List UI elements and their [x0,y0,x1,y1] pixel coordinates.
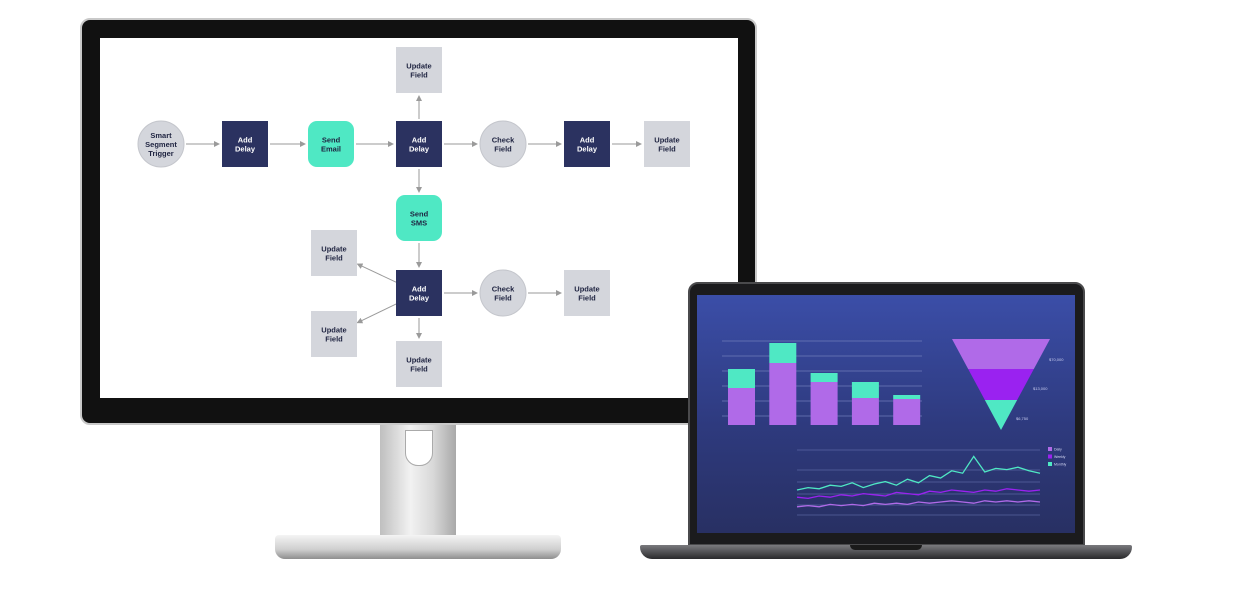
node-shape [308,121,354,167]
node-label: Smart [150,131,172,140]
node-shape [137,120,185,168]
node-label: Field [494,294,512,303]
node-label: Update [406,62,431,71]
legend-label: Weekly [1054,455,1066,459]
legend-swatch-weekly [1048,454,1052,459]
bar-base-1 [728,388,755,425]
node-label: Delay [235,145,256,154]
node-label: Add [238,136,253,145]
node-shape [222,121,268,167]
node-label: Check [492,136,515,145]
laptop-screen [697,295,1075,533]
node-label: SMS [411,219,427,228]
node-label: Trigger [148,149,174,158]
node-label: Field [325,254,343,263]
node-label: Update [321,326,346,335]
legend-label: Monthly [1054,463,1067,467]
node-shape [311,311,357,357]
node-label: Send [322,136,341,145]
node-shape [564,270,610,316]
node-shape [564,121,610,167]
funnel-stage-3 [984,400,1018,430]
funnel-value-label: $13,000 [1033,386,1048,391]
line-series-weekly [796,488,1041,500]
node-label: Field [410,71,428,80]
legend-label: Daily [1054,448,1062,452]
node-label: Field [578,294,596,303]
monitor-base [275,535,561,559]
line-series-daily [796,500,1041,508]
bar-top-2 [769,343,797,363]
node-shape [479,269,527,317]
laptop-base [640,545,1132,559]
node-label: Field [410,365,428,374]
bar-top-5 [893,395,921,399]
connector-arrow [356,263,397,283]
bar-top-1 [728,369,755,388]
legend-swatch-daily [1048,447,1052,451]
line-series-monthly [796,455,1041,491]
bar-base-3 [810,382,838,425]
laptop-notch [850,545,922,550]
node-shape [396,270,442,316]
node-label: Add [580,136,595,145]
node-shape [396,195,442,241]
node-label: Email [321,145,341,154]
node-label: Check [492,285,515,294]
node-label: Delay [409,145,430,154]
bar-base-2 [769,363,797,425]
funnel-stage-2 [968,369,1034,400]
node-label: Field [658,145,676,154]
funnel-value-label: $70,000 [1049,357,1064,362]
connector-arrow [356,303,397,324]
node-label: Field [494,145,512,154]
node-shape [396,47,442,93]
node-label: Send [410,210,429,219]
bar-base-5 [893,399,921,425]
node-label: Delay [577,145,598,154]
node-label: Add [412,136,427,145]
stand-cable-hole [405,430,433,466]
node-label: Update [574,285,599,294]
funnel-stage-1 [952,339,1050,369]
node-shape [311,230,357,276]
node-label: Update [321,245,346,254]
node-label: Update [654,136,679,145]
funnel-value-label: $6,750 [1016,416,1029,421]
node-shape [396,341,442,387]
legend-swatch-monthly [1048,462,1052,466]
bar-base-4 [851,398,879,425]
node-shape [479,120,527,168]
node-label: Update [406,356,431,365]
node-label: Delay [409,294,430,303]
node-label: Add [412,285,427,294]
bar-top-4 [851,382,879,398]
node-label: Field [325,335,343,344]
node-shape [644,121,690,167]
node-label: Segment [145,140,177,149]
bar-top-3 [810,373,838,382]
node-shape [396,121,442,167]
